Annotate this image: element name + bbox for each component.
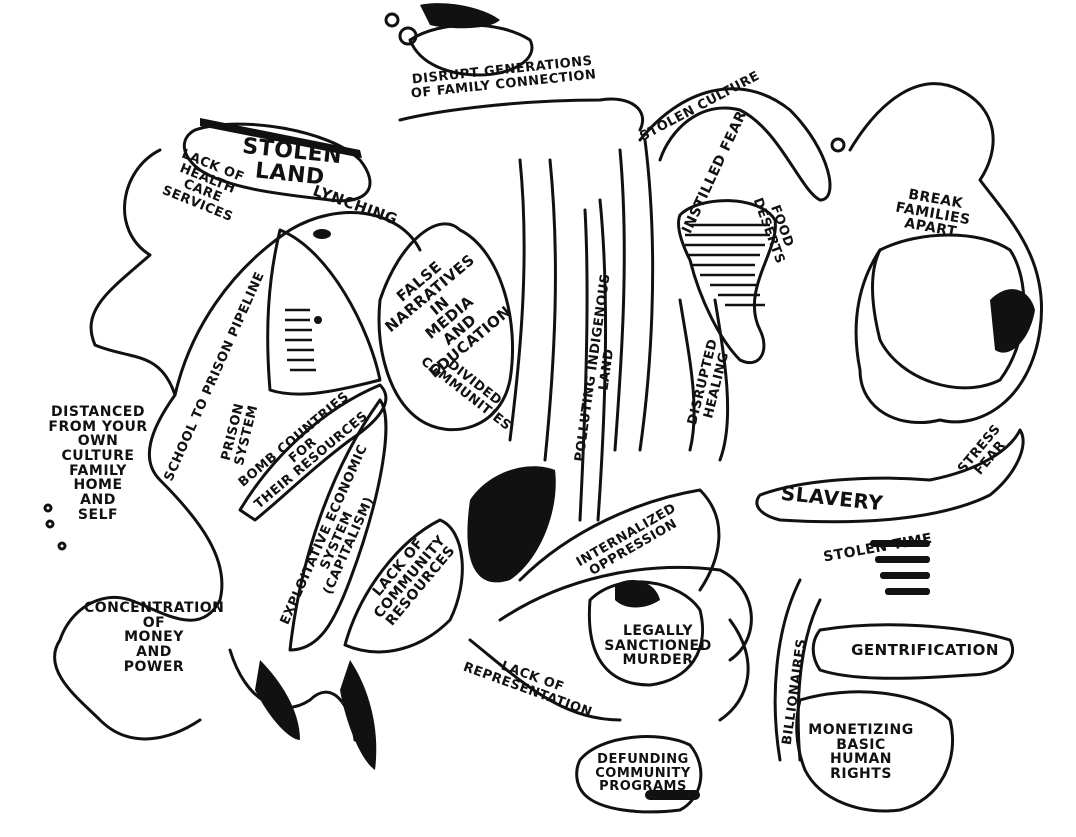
stolen-culture-arch: [638, 87, 832, 202]
circle-3: [830, 137, 846, 153]
exploitative-tube: [288, 398, 388, 652]
healing-tube: [678, 298, 730, 462]
label-distanced: Distanced from your own culture family h…: [48, 404, 148, 523]
black-bar-defunding: [645, 790, 700, 800]
slavery-band: [755, 428, 1025, 524]
black-blob-legally: [615, 580, 660, 608]
label-monetizing: Monetizing basic human rights: [808, 722, 914, 783]
black-dot-prison: [314, 316, 322, 324]
gentrification-band: [811, 623, 1014, 680]
center-tube-1: [508, 158, 557, 462]
right-outline: [848, 82, 1043, 425]
center-tube-2: [578, 198, 608, 522]
label-defunding: Defunding community programs: [595, 752, 691, 795]
black-blob-center: [467, 466, 556, 583]
indigenous-tube: [613, 138, 655, 452]
disrupt-curve: [398, 97, 644, 132]
legally-shape: [587, 580, 705, 687]
billionaires-stalk: [773, 578, 822, 762]
defunding-shape: [575, 735, 703, 814]
break-families-shape: [871, 233, 1026, 390]
community-shape: [343, 518, 464, 654]
circle-1: [398, 26, 418, 46]
circle-4: [43, 503, 53, 513]
black-bar-right-3: [880, 572, 930, 579]
monetizing-shape: [795, 690, 955, 813]
false-narratives-shape: [377, 222, 514, 432]
stolen-land-shape: [182, 122, 372, 203]
left-inner-curve: [173, 211, 422, 397]
oppression-network: [468, 488, 753, 722]
circle-2: [384, 12, 400, 28]
black-bar-right-4: [885, 588, 930, 595]
black-bar-right-2: [875, 556, 930, 563]
black-bar-right-1: [870, 540, 930, 547]
circle-6: [57, 541, 67, 551]
circle-5: [45, 519, 55, 529]
black-dot-lynching: [313, 229, 331, 239]
black-blob-top: [420, 3, 500, 29]
black-blob-bottom-left: [255, 660, 300, 740]
label-concentration: Concentration of money and power: [84, 600, 225, 675]
label-gentrification: Gentrification: [851, 641, 999, 659]
left-outline: [53, 148, 224, 741]
black-blob-right: [990, 289, 1035, 353]
food-deserts-shape: [676, 199, 777, 365]
label-legally-sanctioned: Legally sanctioned murder: [604, 623, 712, 669]
black-blob-bottom-mid: [340, 660, 377, 770]
prison-wedge: [266, 228, 382, 396]
black-bar-stolen-land: [200, 118, 362, 158]
